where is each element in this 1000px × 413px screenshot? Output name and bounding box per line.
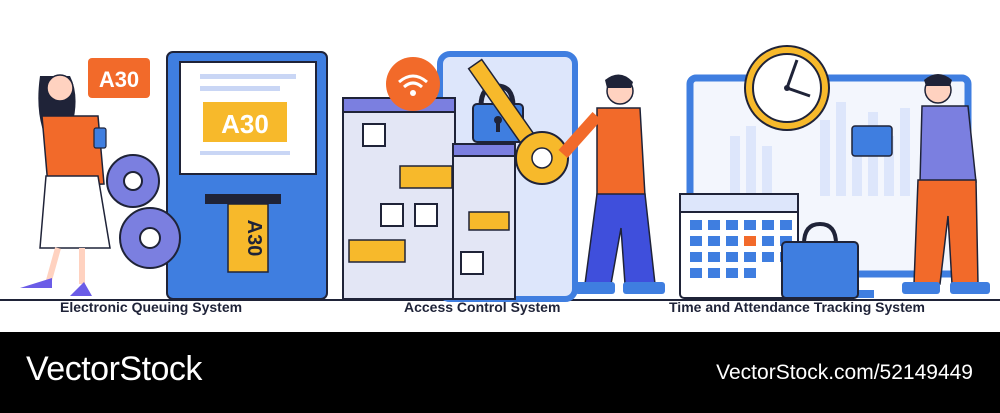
watermark-footer: VectorStock VectorStock.com/52149449	[0, 332, 1000, 413]
calendar-icon	[679, 193, 799, 299]
ground-line	[0, 299, 335, 301]
clock-icon	[744, 45, 830, 131]
gear-icon	[119, 207, 181, 269]
gear-icon	[106, 154, 160, 208]
access-control-illustration	[335, 51, 670, 302]
caption-queuing: Electronic Queuing System	[60, 299, 243, 315]
image-credit: VectorStock.com/52149449	[716, 361, 973, 384]
queuing-illustration: A30 A30 A30	[0, 51, 335, 301]
man-with-laptop-figure	[851, 74, 990, 294]
printed-ticket-number: A30	[243, 220, 265, 257]
woman-figure	[20, 74, 111, 296]
building	[342, 97, 456, 300]
screen-ticket-box	[203, 102, 287, 142]
key-icon	[467, 58, 569, 185]
ground-line	[670, 299, 1000, 301]
printed-ticket	[227, 203, 269, 273]
ticket-speech-bubble	[88, 58, 150, 98]
laptop-icon	[851, 125, 893, 157]
caption-attendance: Time and Attendance Tracking System	[669, 299, 925, 315]
brand-logo-text: VectorStock	[26, 350, 202, 388]
wifi-icon	[386, 57, 440, 111]
ticket-slot	[205, 194, 281, 204]
caption-access-control: Access Control System	[404, 299, 561, 315]
screen-ticket-number: A30	[221, 109, 269, 139]
briefcase-icon	[781, 221, 859, 299]
man-figure	[558, 74, 665, 294]
attendance-illustration	[670, 45, 1000, 301]
bubble-ticket-number: A30	[99, 67, 139, 92]
